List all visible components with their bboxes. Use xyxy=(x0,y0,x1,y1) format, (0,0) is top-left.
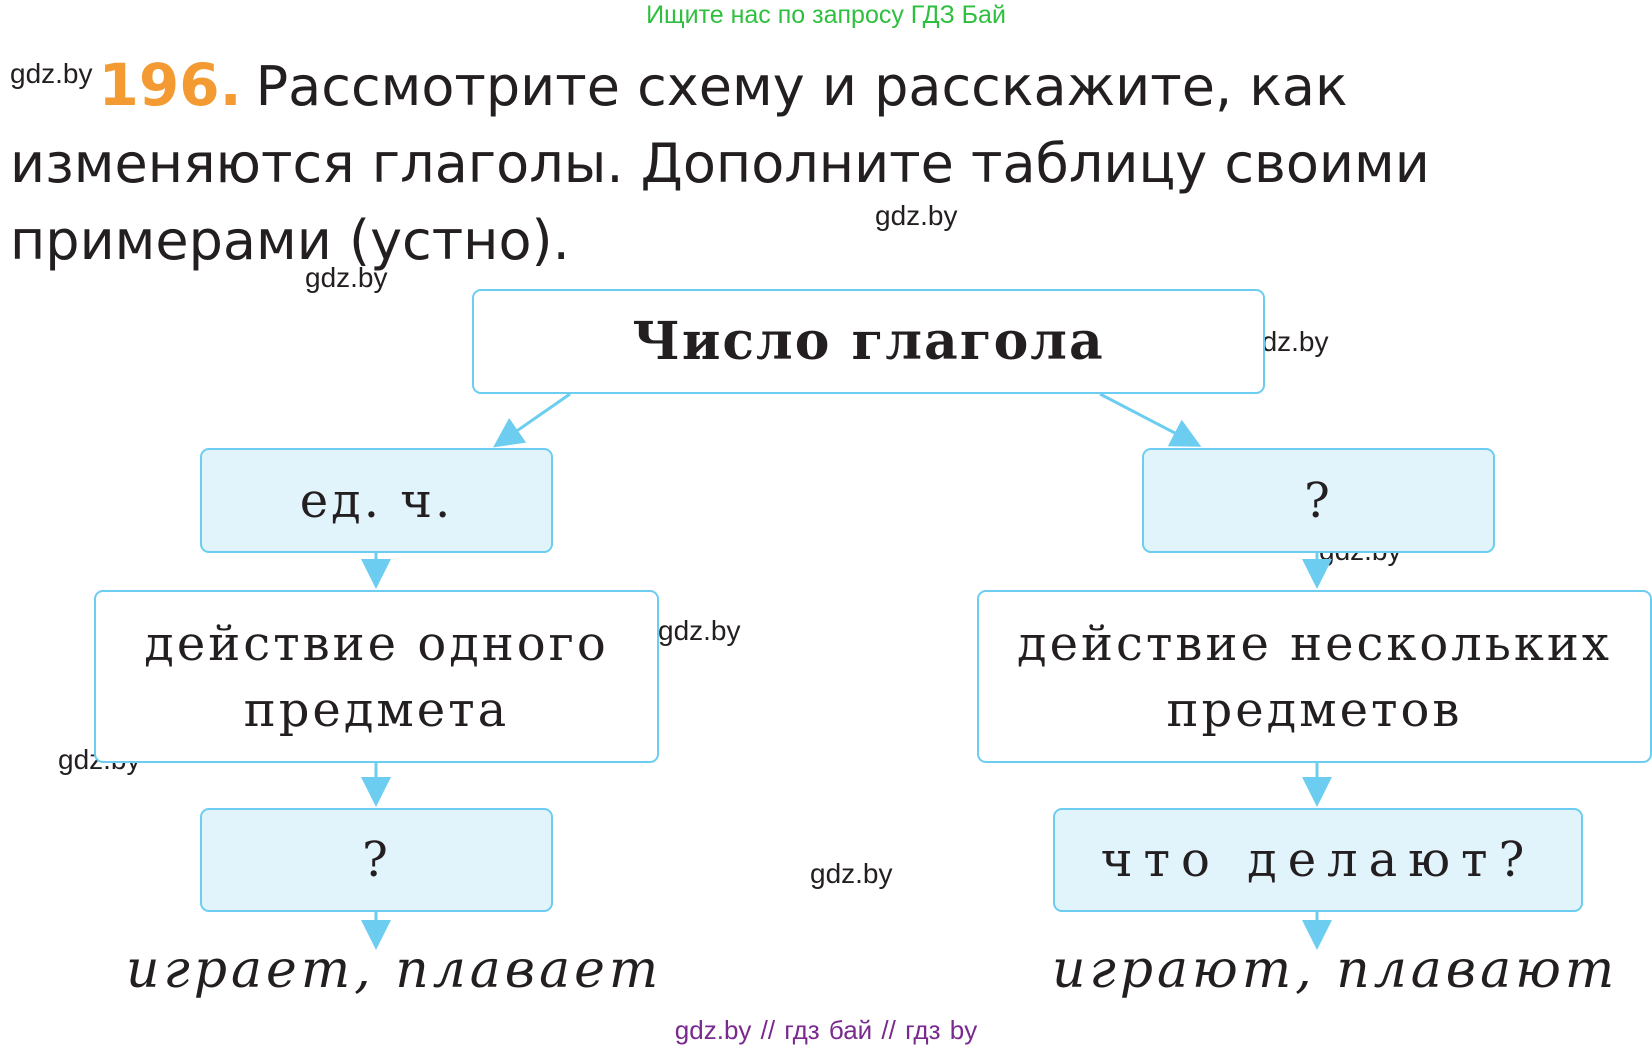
watermark: gdz.by xyxy=(810,858,893,889)
task-text: Рассмотрите схему и расскажите, как изме… xyxy=(10,55,1430,272)
arrow-title-to-plural xyxy=(1099,392,1202,447)
watermark: gdz.by xyxy=(10,58,93,89)
footer-banner: gdz.by // гдз бай // гдз by xyxy=(674,1015,978,1045)
watermark: gdz.by xyxy=(305,262,388,293)
singular-label: ед. ч. xyxy=(299,472,454,529)
singular-question: ? xyxy=(362,832,391,888)
plural-meaning-line2: предметов xyxy=(1166,681,1463,738)
watermark: gdz.by xyxy=(658,615,741,646)
plural-meaning-line1: действие нескольких xyxy=(1017,615,1612,672)
plural-meaning-box: действие нескольких предметов xyxy=(977,590,1652,763)
singular-question-box: ? xyxy=(200,808,553,912)
diagram-title-box: Число глагола xyxy=(472,289,1265,394)
search-banner: Ищите нас по запросу ГДЗ Бай xyxy=(646,1,1006,29)
singular-meaning-line1: действие одного xyxy=(144,615,609,672)
singular-meaning-box: действие одного предмета xyxy=(94,590,659,763)
singular-box: ед. ч. xyxy=(200,448,553,553)
plural-question: что делают? xyxy=(1100,832,1536,888)
singular-meaning-line2: предмета xyxy=(243,681,510,738)
arrow-title-to-singular xyxy=(493,392,571,448)
plural-question-box: что делают? xyxy=(1053,808,1583,912)
plural-box: ? xyxy=(1142,448,1495,553)
plural-examples: играют, плавают xyxy=(1052,940,1619,1000)
diagram-title: Число глагола xyxy=(632,311,1105,372)
task-number: 196. xyxy=(98,51,242,119)
singular-examples: играет, плавает xyxy=(126,940,663,1000)
plural-label: ? xyxy=(1304,472,1333,529)
watermark: gdz.by xyxy=(875,200,958,231)
